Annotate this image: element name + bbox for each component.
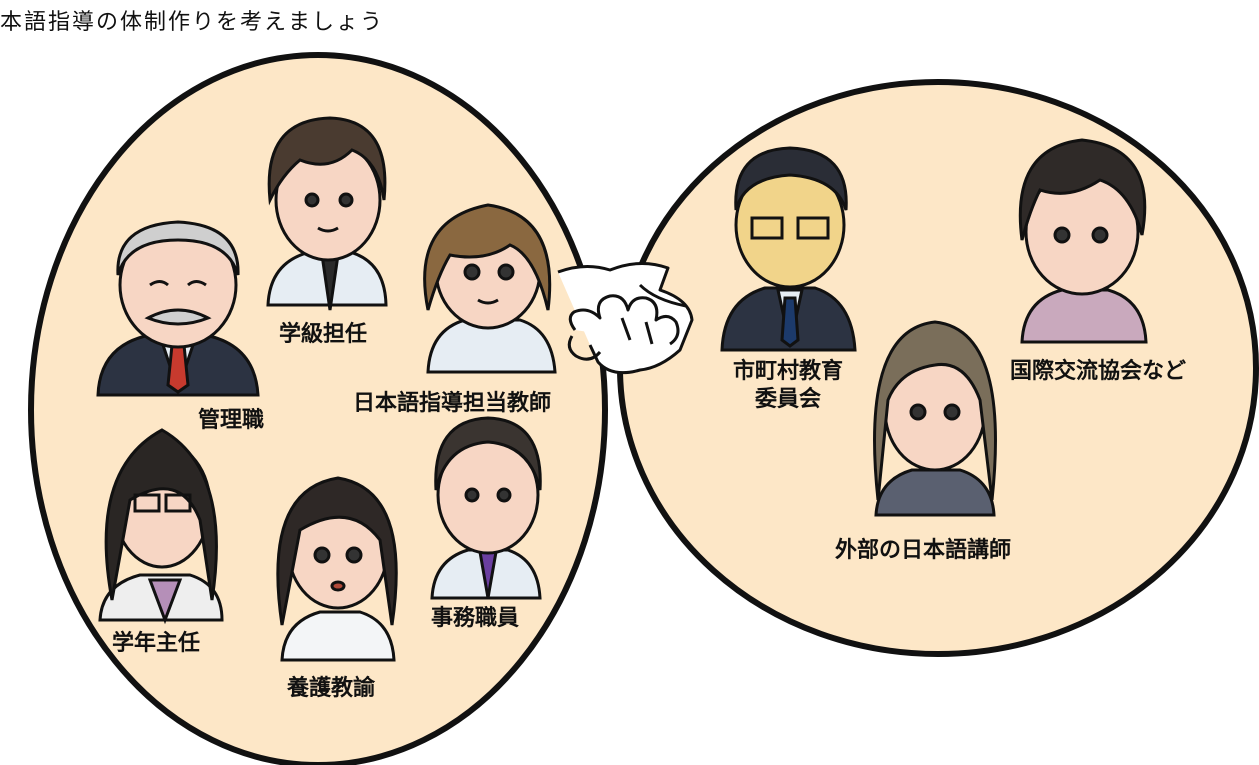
role-label-grade-head: 学年主任 — [112, 631, 201, 656]
page-title: 本語指導の体制作りを考えましょう — [0, 10, 385, 35]
homeroom-teacher-icon — [266, 116, 388, 311]
role-label-principal: 管理職 — [198, 408, 265, 433]
role-label-board-of-education: 市町村教育 委員会 — [718, 358, 858, 413]
handshake-icon — [557, 262, 694, 375]
role-label-homeroom-teacher: 学級担任 — [279, 322, 368, 347]
office-staff-icon — [430, 416, 542, 600]
role-label-board-of-education-line2: 委員会 — [754, 386, 821, 412]
grade-head-icon — [98, 428, 224, 625]
japanese-instruction-teacher-icon — [423, 203, 557, 374]
school-nurse-icon — [276, 476, 398, 662]
principal-icon — [96, 220, 260, 397]
role-label-office-staff: 事務職員 — [431, 606, 520, 631]
board-of-education-icon — [720, 146, 857, 352]
role-label-international-association: 国際交流協会など — [1010, 359, 1187, 384]
role-label-japanese-instruction-teacher: 日本語指導担当教師 — [353, 391, 552, 416]
international-association-icon — [1018, 138, 1148, 344]
role-label-external-japanese-teacher: 外部の日本語講師 — [835, 538, 1012, 563]
role-label-school-nurse: 養護教諭 — [287, 676, 376, 701]
external-japanese-teacher-icon — [873, 320, 997, 517]
role-label-board-of-education-line1: 市町村教育 — [732, 359, 843, 384]
